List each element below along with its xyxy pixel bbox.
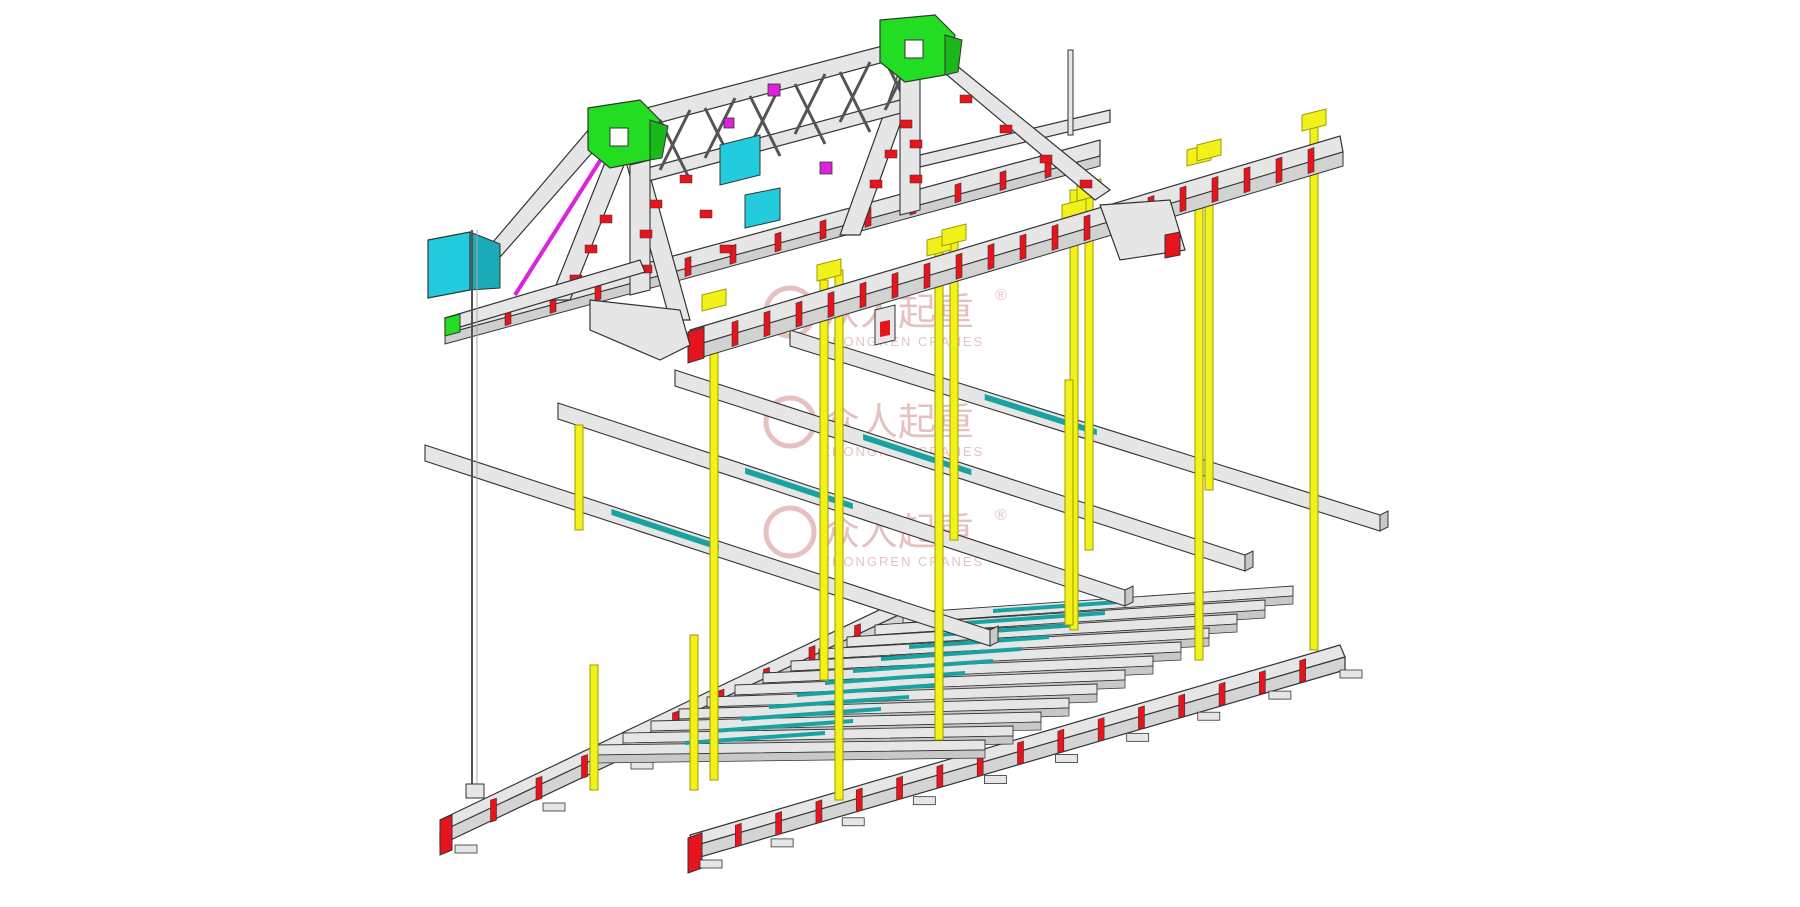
truss-stiffener bbox=[884, 149, 898, 159]
truss-stiffener bbox=[599, 214, 613, 224]
hanger-clamp bbox=[1301, 108, 1327, 132]
hanger-rod bbox=[1194, 199, 1204, 661]
stiffener bbox=[1178, 693, 1186, 719]
watermark-logo-icon bbox=[763, 505, 817, 559]
truss-stiffener bbox=[584, 244, 598, 254]
hanger-rod bbox=[574, 424, 584, 531]
stiffener bbox=[1051, 223, 1059, 251]
stiffener bbox=[1179, 185, 1187, 213]
hoist-head-left bbox=[587, 99, 669, 169]
truss-stiffener bbox=[999, 124, 1013, 134]
stiffener bbox=[774, 231, 782, 253]
hanger-clamp bbox=[701, 288, 727, 312]
stiffener bbox=[855, 787, 863, 813]
hanger-rod bbox=[934, 239, 944, 741]
hanger-rod bbox=[1204, 199, 1214, 491]
hanger-rod bbox=[1064, 379, 1074, 626]
truss-web-member bbox=[748, 95, 782, 157]
runway-beam-right bbox=[687, 644, 1363, 874]
stiffener bbox=[1243, 166, 1251, 194]
truss-stiffener bbox=[639, 229, 653, 239]
watermark-registered: ® bbox=[995, 507, 1007, 524]
hanger-rod bbox=[1309, 119, 1319, 651]
truss-stiffener bbox=[909, 139, 923, 149]
stiffener bbox=[827, 291, 835, 319]
stiffener bbox=[1083, 214, 1091, 242]
hanger-rod bbox=[709, 349, 719, 781]
stiffener bbox=[490, 797, 497, 823]
hanger-rod bbox=[819, 279, 829, 681]
stiffener bbox=[581, 754, 588, 780]
truss-stiffener bbox=[1079, 179, 1093, 189]
stiffener bbox=[987, 243, 995, 271]
truss-stiffener bbox=[649, 199, 663, 209]
stiffener bbox=[1218, 681, 1226, 707]
truss-stiffener bbox=[959, 94, 973, 104]
truss-stiffener bbox=[1039, 154, 1053, 164]
stiffener bbox=[819, 219, 827, 241]
truss-stiffener bbox=[719, 244, 733, 254]
truss-stiffener bbox=[869, 179, 883, 189]
stiffener bbox=[1299, 658, 1306, 684]
yellow-hangers bbox=[574, 108, 1327, 801]
stiffener bbox=[954, 182, 962, 204]
mast bbox=[1067, 49, 1074, 136]
truss-web-member bbox=[838, 71, 872, 133]
truss-stiffener bbox=[699, 209, 713, 219]
hanger-clamp bbox=[941, 223, 967, 247]
stiffener bbox=[1138, 705, 1145, 731]
watermark-subtitle: ZHONGREN CRANES bbox=[822, 334, 984, 349]
gantry-truss bbox=[444, 39, 1112, 345]
stiffener bbox=[1307, 147, 1315, 175]
stiffener bbox=[1019, 233, 1027, 261]
stiffener bbox=[815, 799, 823, 825]
stiffener bbox=[731, 319, 739, 347]
truss-web-member bbox=[793, 83, 827, 145]
watermark-subtitle: ZHONGREN CRANES bbox=[822, 554, 984, 569]
stiffener bbox=[1097, 717, 1105, 742]
hanger-clamp bbox=[1196, 138, 1222, 162]
stiffener bbox=[891, 271, 899, 299]
tie-rod bbox=[513, 143, 612, 297]
stiffener bbox=[775, 811, 782, 836]
stiffener bbox=[735, 822, 742, 848]
hoist-head-right bbox=[879, 14, 963, 83]
stiffener bbox=[923, 262, 931, 290]
watermark-registered: ® bbox=[995, 287, 1007, 304]
stiffener bbox=[795, 300, 803, 328]
stiffener bbox=[955, 252, 963, 280]
front-top-crossbeam bbox=[589, 135, 1344, 364]
stiffener bbox=[535, 775, 543, 801]
motor-box bbox=[427, 231, 471, 299]
stiffener bbox=[999, 170, 1007, 191]
stiffener bbox=[896, 775, 903, 801]
stiffener bbox=[684, 256, 692, 277]
stiffener bbox=[1259, 670, 1266, 695]
hanger-rod bbox=[689, 634, 699, 791]
stiffener bbox=[1211, 175, 1219, 203]
hanger-clamp bbox=[816, 258, 842, 282]
truss-stiffener bbox=[909, 174, 923, 184]
stiffener bbox=[859, 281, 867, 309]
hanger-rod bbox=[834, 269, 844, 801]
stiffener bbox=[936, 764, 944, 789]
truss-stiffener bbox=[679, 174, 693, 184]
stiffener bbox=[1057, 728, 1065, 754]
hanger-rod bbox=[589, 664, 599, 791]
stiffener bbox=[1017, 740, 1024, 766]
end-carriage-left bbox=[427, 230, 646, 799]
stiffener bbox=[1275, 156, 1283, 184]
truss-stiffener bbox=[899, 119, 913, 129]
stiffener bbox=[763, 310, 771, 338]
